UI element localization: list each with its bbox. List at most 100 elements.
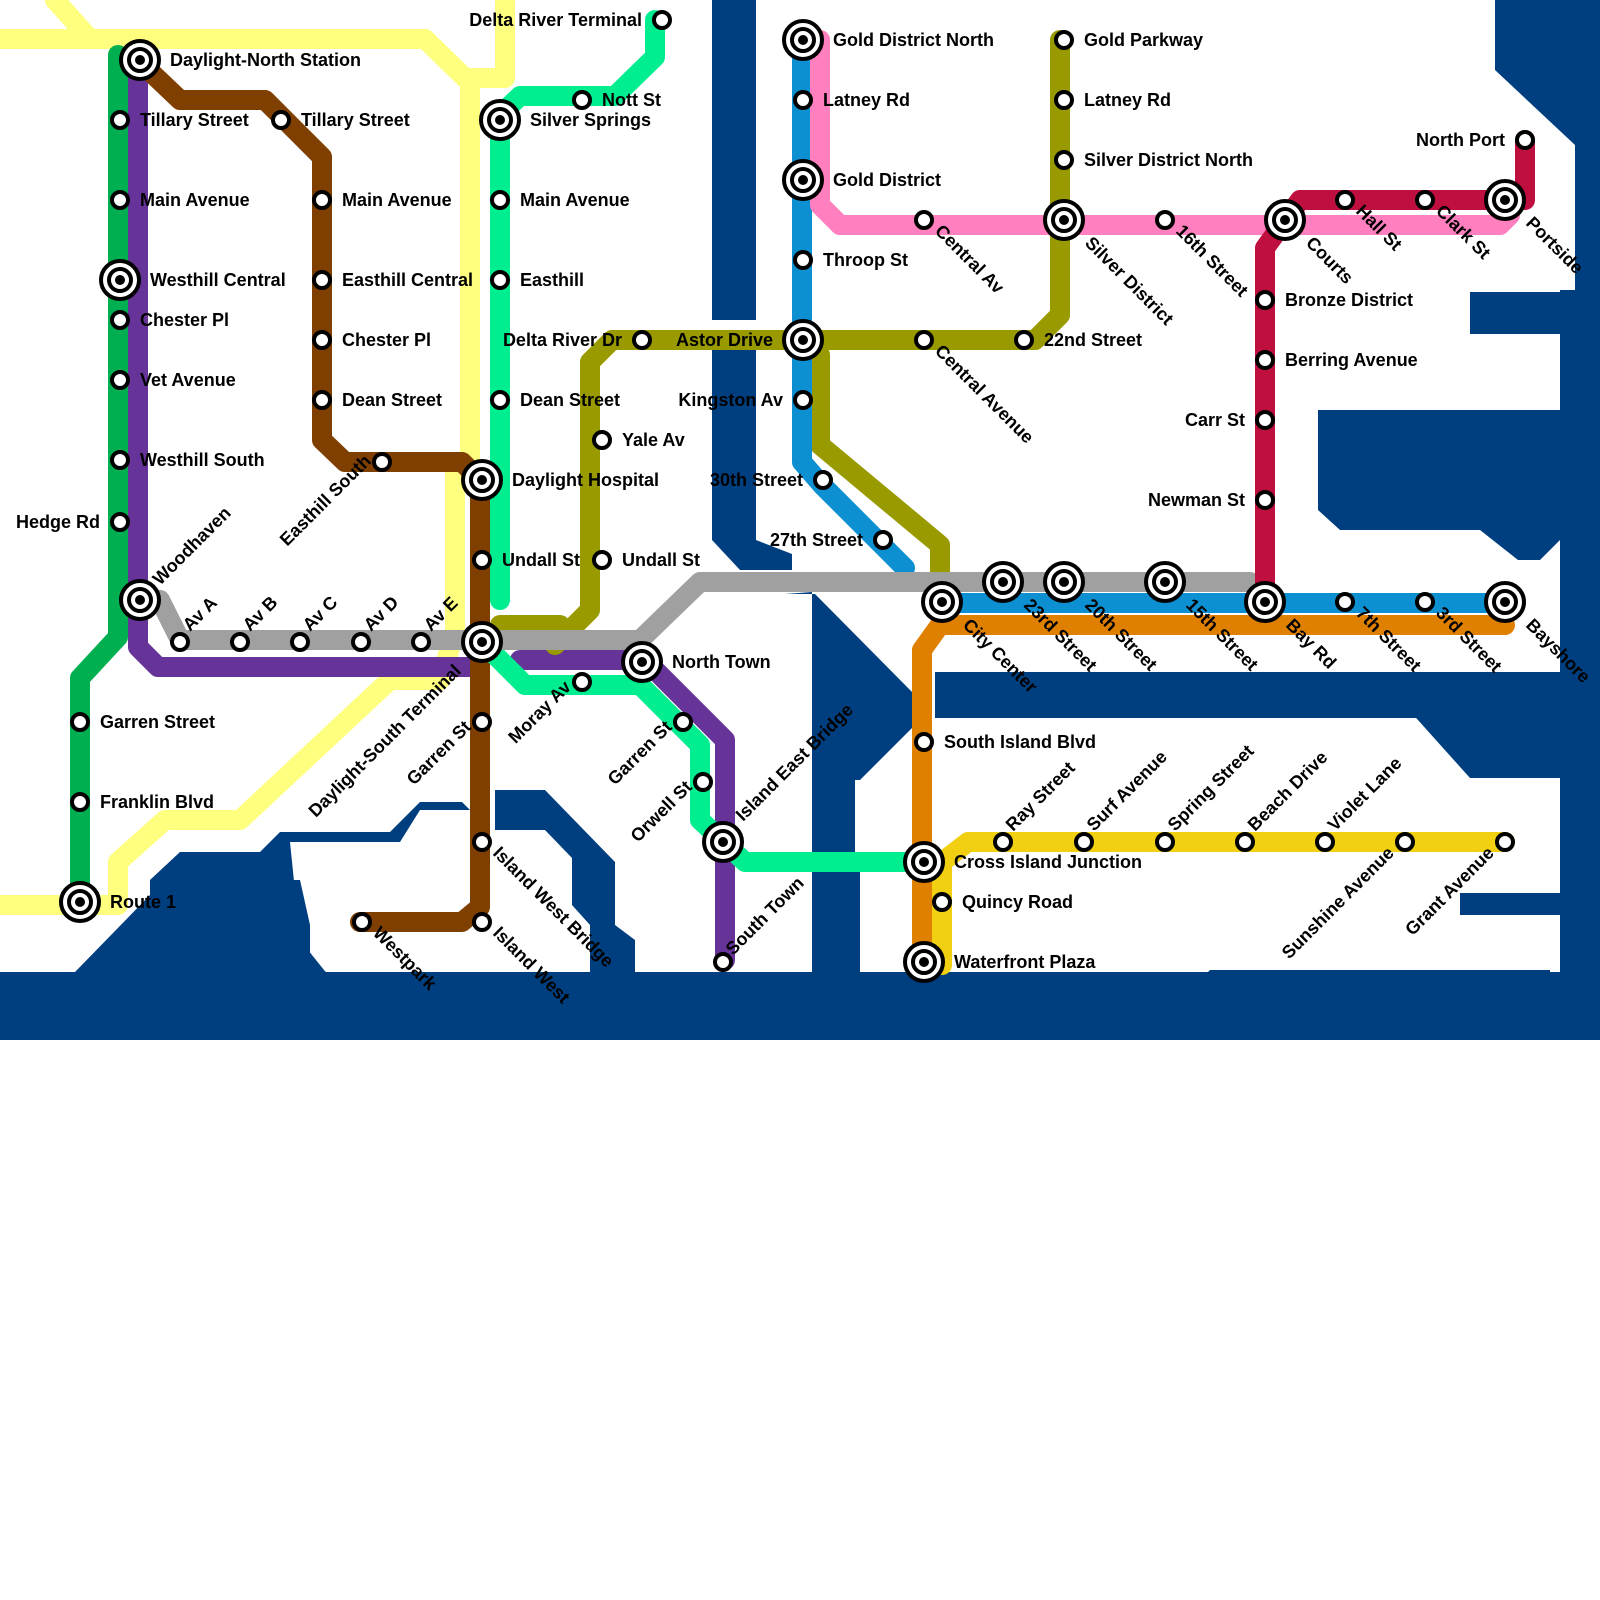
station-silver-district-north[interactable]: Silver District North [1054,150,1253,170]
transfer-station-ring [469,629,495,655]
station-main-avenue-3[interactable]: Main Avenue [490,190,630,210]
station-garren-street[interactable]: Garren Street [70,712,215,732]
transfer-station-dot [1260,597,1270,607]
station-undall-st-2[interactable]: Undall St [592,550,700,570]
station-label: Latney Rd [823,90,910,110]
line-pink[interactable] [810,30,1520,235]
station-latney-rd-1[interactable]: Latney Rd [793,90,910,110]
station-delta-river-dr[interactable]: Delta River Dr [503,330,652,350]
station-garren-st-2[interactable]: Garren St [604,712,693,789]
station-gold-parkway[interactable]: Gold Parkway [1054,30,1203,50]
station-label: Franklin Blvd [100,792,214,812]
station-label: Chester Pl [140,310,229,330]
station-thirtieth-street[interactable]: 30th Street [710,470,833,490]
station-daylight-hospital[interactable]: Daylight Hospital [461,459,659,501]
transfer-station-ring [107,267,133,293]
station-route-1[interactable]: Route 1 [59,881,176,923]
station-label: Main Avenue [342,190,452,210]
station-easthill[interactable]: Easthill [490,270,584,290]
station-undall-st-1[interactable]: Undall St [472,550,580,570]
station-label: North Port [1416,130,1505,150]
station-marker [1515,130,1535,150]
station-main-avenue-2[interactable]: Main Avenue [312,190,452,210]
station-gold-district[interactable]: Gold District [782,159,941,201]
station-tillary-street-1[interactable]: Tillary Street [110,110,249,130]
station-chester-pl-1[interactable]: Chester Pl [110,310,229,330]
station-daylight-north-station[interactable]: Daylight-North Station [119,39,361,81]
station-hedge-rd[interactable]: Hedge Rd [16,512,130,532]
station-cross-island-junction[interactable]: Cross Island Junction [903,841,1142,883]
station-marker [572,672,592,692]
station-carr-st[interactable]: Carr St [1185,410,1275,430]
station-marker [1255,350,1275,370]
station-latney-rd-2[interactable]: Latney Rd [1054,90,1171,110]
station-main-avenue-1[interactable]: Main Avenue [110,190,250,210]
station-marker [1235,832,1255,852]
station-delta-river-terminal[interactable]: Delta River Terminal [469,10,672,30]
line-green[interactable] [70,45,128,910]
water-top-channel [712,0,756,320]
station-quincy-road[interactable]: Quincy Road [932,892,1073,912]
line-crimson[interactable] [1255,130,1535,615]
line-orange[interactable] [912,615,1515,975]
station-twentyseventh-street[interactable]: 27th Street [770,530,893,550]
line-purple[interactable] [128,50,480,677]
station-marker [914,330,934,350]
station-berring-avenue[interactable]: Berring Avenue [1255,350,1418,370]
station-astor-drive[interactable]: Astor Drive [676,319,824,361]
station-gold-district-north[interactable]: Gold District North [782,19,994,61]
transfer-station-ring [911,949,937,975]
station-dean-street-2[interactable]: Dean Street [490,390,620,410]
station-north-port[interactable]: North Port [1416,130,1535,150]
station-bronze-district[interactable]: Bronze District [1255,290,1413,310]
station-franklin-blvd[interactable]: Franklin Blvd [70,792,214,812]
station-marker [490,270,510,290]
station-kingston-av[interactable]: Kingston Av [678,390,813,410]
station-twentysecond-street[interactable]: 22nd Street [1014,330,1142,350]
transfer-station-ring [790,167,816,193]
transfer-station-ring [1051,207,1077,233]
station-marker [572,90,592,110]
station-label: North Town [672,652,771,672]
station-vet-avenue[interactable]: Vet Avenue [110,370,236,390]
station-westhill-south[interactable]: Westhill South [110,450,265,470]
station-north-town[interactable]: North Town [621,641,771,683]
station-marker [352,912,372,932]
station-marker [993,832,1013,852]
transfer-station-dot [477,637,487,647]
line-brown[interactable] [128,50,490,932]
transfer-station-ring [67,889,93,915]
station-sunshine-avenue[interactable]: Sunshine Avenue [1278,832,1415,963]
line-yellow-light-main[interactable] [45,0,100,49]
station-south-island-blvd[interactable]: South Island Blvd [914,732,1096,752]
station-marker [472,832,492,852]
station-marker [312,330,332,350]
transfer-station-dot [1059,215,1069,225]
station-marker [110,310,130,330]
station-label: 7th Street [1352,603,1425,676]
station-nott-st[interactable]: Nott St [572,90,661,110]
station-easthill-central[interactable]: Easthill Central [312,270,473,290]
station-label: Av B [239,592,282,635]
station-silver-springs[interactable]: Silver Springs [479,99,651,141]
transfer-station-ring [629,649,655,675]
station-label: Surf Avenue [1083,747,1171,835]
station-dean-street-1[interactable]: Dean Street [312,390,442,410]
station-chester-pl-2[interactable]: Chester Pl [312,330,431,350]
transfer-station-ring [1152,569,1178,595]
station-label: Garren Street [100,712,215,732]
station-waterfront-plaza[interactable]: Waterfront Plaza [903,941,1096,983]
station-label: Cross Island Junction [954,852,1142,872]
station-throop-st[interactable]: Throop St [793,250,908,270]
station-westhill-central[interactable]: Westhill Central [99,259,286,301]
station-tillary-street-2[interactable]: Tillary Street [271,110,410,130]
station-label: Waterfront Plaza [954,952,1096,972]
station-yale-av[interactable]: Yale Av [592,430,685,450]
station-easthill-south[interactable]: Easthill South [276,451,392,550]
line-mint-south[interactable] [470,630,930,872]
station-marker [230,632,250,652]
station-label: Main Avenue [140,190,250,210]
line-olive[interactable] [545,30,1070,655]
station-label: Quincy Road [962,892,1073,912]
station-newman-st[interactable]: Newman St [1148,490,1275,510]
